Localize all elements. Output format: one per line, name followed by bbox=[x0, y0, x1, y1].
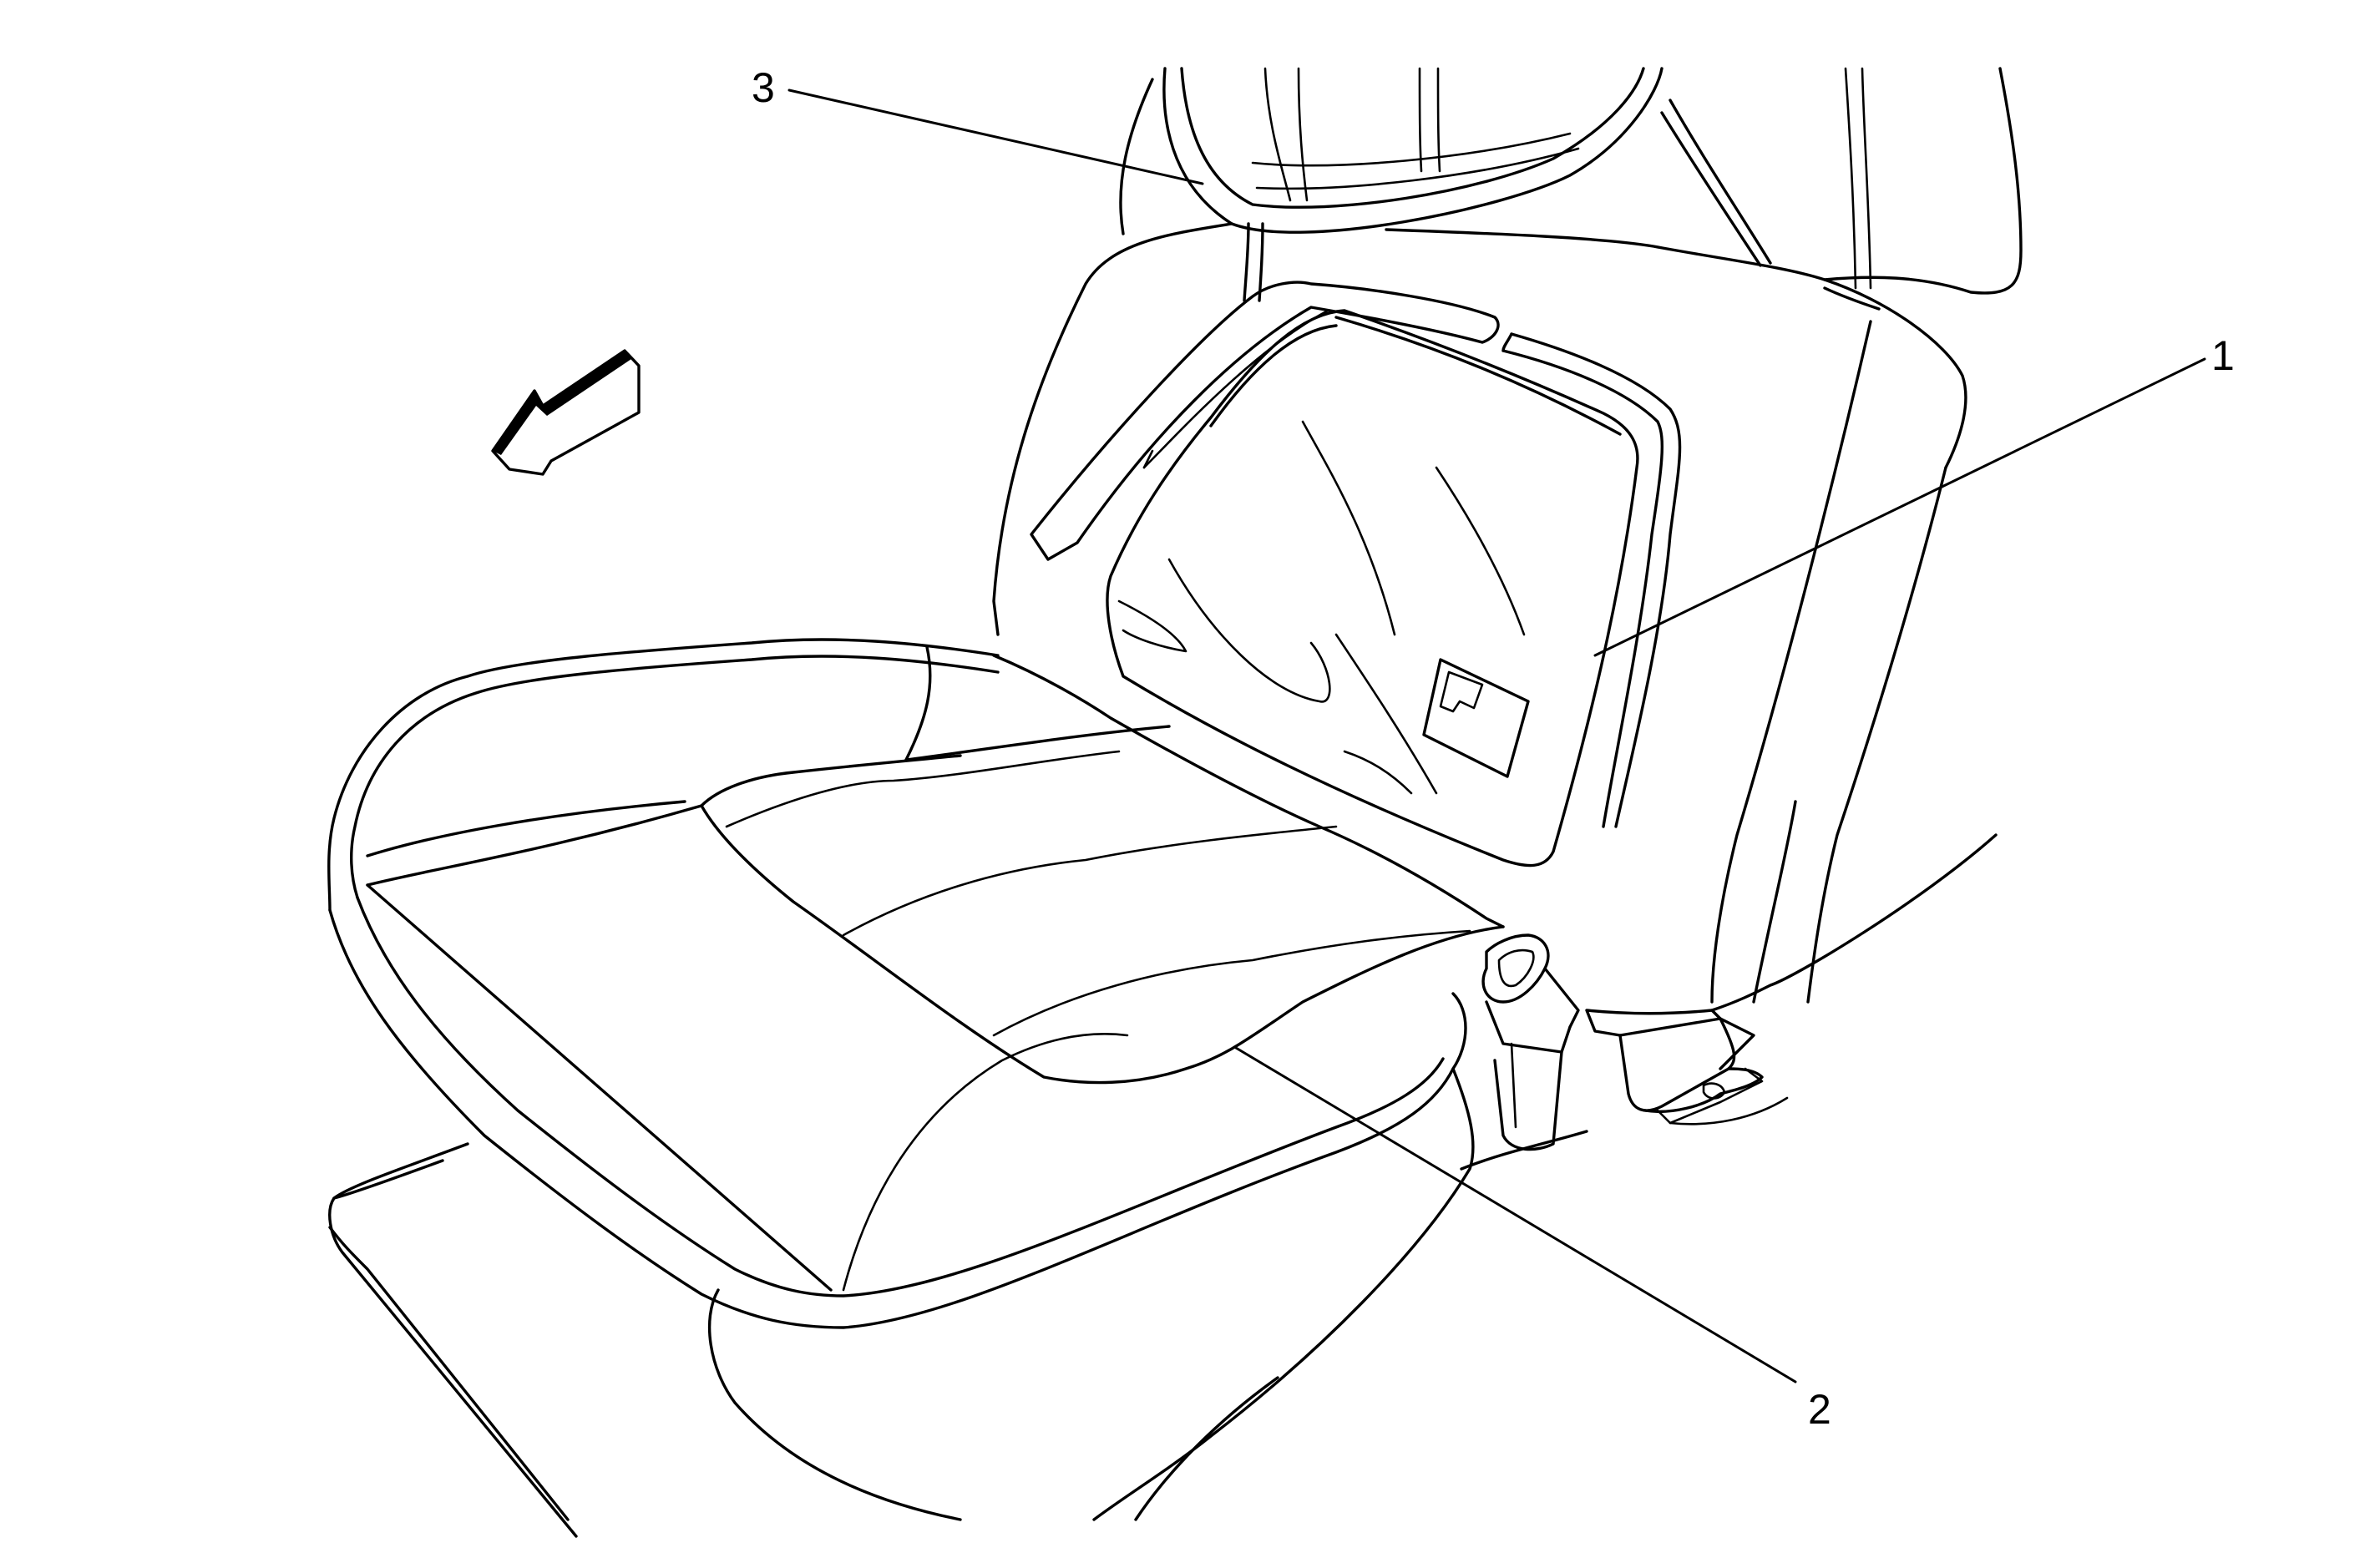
leader-line-1 bbox=[1593, 357, 2206, 657]
seatback bbox=[992, 67, 2023, 1004]
seat-cushion bbox=[327, 638, 1467, 1329]
seatback-top bbox=[1119, 67, 1663, 235]
callout-label-1: 1 bbox=[2211, 332, 2235, 379]
leader-line-3 bbox=[787, 89, 1204, 185]
seat-latch-bracket bbox=[1481, 933, 1580, 1151]
leader-line-2 bbox=[1234, 1046, 1797, 1383]
callout-leaders bbox=[787, 89, 2206, 1383]
seatback-trim-panel bbox=[1106, 309, 1639, 868]
forward-arrow-icon bbox=[491, 349, 641, 476]
callout-label-3: 3 bbox=[752, 64, 775, 111]
seat-cushion-insert bbox=[700, 654, 1505, 1085]
callout-label-2: 2 bbox=[1808, 1386, 1831, 1433]
recliner-bracket bbox=[1585, 833, 1998, 1126]
seat-base bbox=[328, 1067, 1588, 1538]
seatback-pocket-frame bbox=[1030, 281, 1682, 828]
